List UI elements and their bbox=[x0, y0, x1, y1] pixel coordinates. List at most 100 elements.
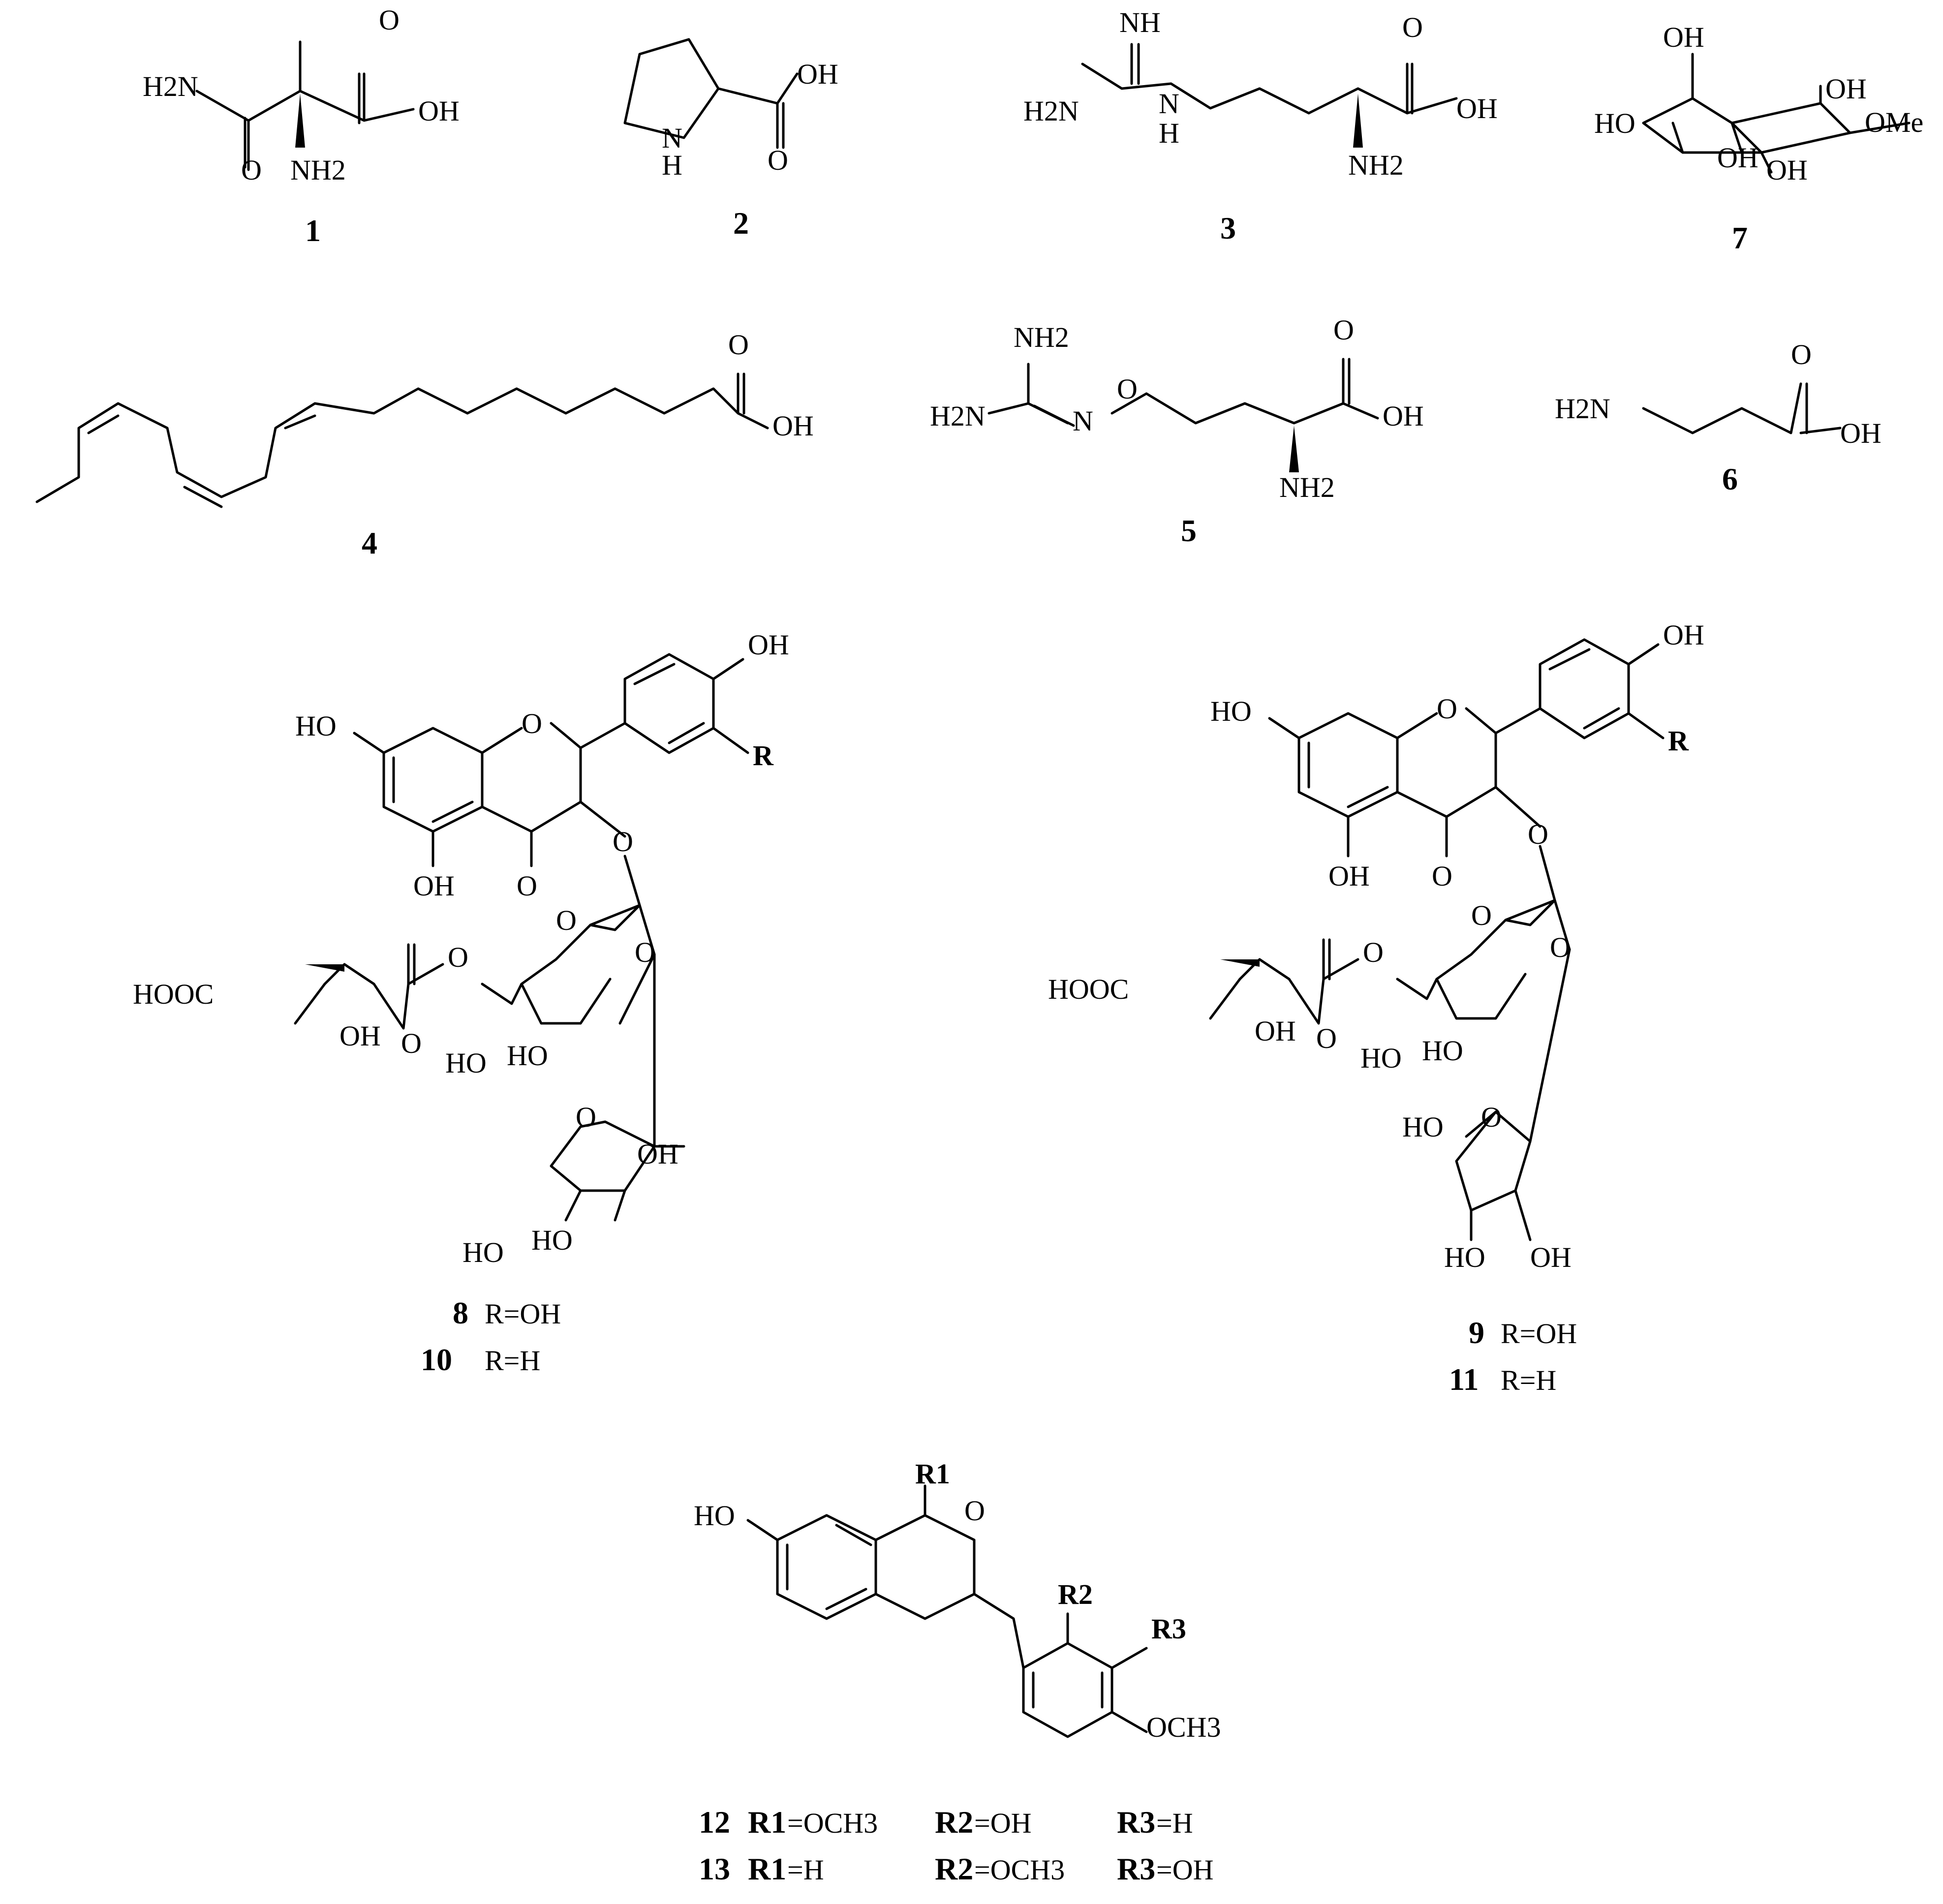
compound-label-7: 7 bbox=[1732, 220, 1748, 255]
atom-oh-3: OH bbox=[1717, 142, 1758, 174]
atom-oh-2: OH bbox=[1825, 73, 1867, 105]
atom-o-sugar-2: O bbox=[576, 1101, 596, 1133]
atom-n: N bbox=[662, 122, 682, 154]
variant-10: R=H bbox=[485, 1345, 540, 1377]
atom-o: O bbox=[768, 144, 788, 176]
atom-ho-2: HO bbox=[507, 1040, 548, 1072]
compound-label-9: 9 bbox=[1469, 1315, 1484, 1350]
atom-oh: OH bbox=[772, 410, 814, 442]
atom-o-acid: O bbox=[379, 4, 400, 36]
wedge-bond bbox=[305, 964, 344, 972]
atom-o-f: O bbox=[1481, 1101, 1502, 1133]
atom-o-ester-c: O bbox=[401, 1027, 422, 1059]
r1-value-13: =H bbox=[787, 1854, 824, 1886]
atom-och3: OCH3 bbox=[1146, 1711, 1221, 1743]
compound-2: OH O N H 2 bbox=[623, 38, 838, 241]
compound-1: H2N O OH O NH2 1 bbox=[143, 4, 460, 248]
atom-o-glyc: O bbox=[635, 936, 655, 968]
atom-ome: OMe bbox=[1865, 106, 1923, 138]
r2-label-13: R2 bbox=[935, 1851, 973, 1886]
atom-oh-top: OH bbox=[1663, 619, 1704, 651]
atom-o: O bbox=[1791, 338, 1812, 370]
atom-oh: OH bbox=[1840, 417, 1881, 449]
atom-o-ester: O bbox=[1363, 936, 1384, 968]
variant-11: R=H bbox=[1501, 1364, 1556, 1396]
atom-h2n: H2N bbox=[143, 70, 198, 102]
compound-9-11: OH HO O R OH O O HOOC OH O O O O HO HO H… bbox=[1048, 619, 1704, 1397]
wedge-bond bbox=[1220, 959, 1260, 967]
atom-nh2: NH2 bbox=[1279, 471, 1335, 503]
compound-8-10: OH HO O R OH O O HOOC OH O O O O HO HO O… bbox=[133, 629, 789, 1377]
atom-o-ring: O bbox=[1437, 693, 1457, 725]
compound-3: NH H2N N H O OH NH2 3 bbox=[1023, 6, 1498, 246]
atom-o-amide: O bbox=[241, 154, 262, 186]
atom-o-sugar: O bbox=[1471, 899, 1492, 931]
atom-h2n: H2N bbox=[930, 400, 986, 432]
atom-oh-1: OH bbox=[1663, 21, 1704, 53]
atom-n: N bbox=[1159, 88, 1179, 120]
atom-r: R bbox=[1668, 725, 1689, 757]
atom-r2: R2 bbox=[1058, 1578, 1093, 1610]
atom-o: O bbox=[1402, 11, 1423, 43]
wedge-bond bbox=[295, 93, 305, 148]
atom-oh-q: OH bbox=[1255, 1015, 1296, 1047]
r2-value-13: =OCH3 bbox=[974, 1854, 1065, 1886]
r2-label-12: R2 bbox=[935, 1805, 973, 1840]
atom-r3: R3 bbox=[1151, 1613, 1186, 1645]
compound-5: NH2 H2N N O O OH NH2 5 bbox=[930, 314, 1424, 548]
atom-o-ester-c: O bbox=[1316, 1022, 1337, 1054]
compound-12-13: R1 HO O R2 R3 OCH3 12 R1 =OCH3 R2 =OH R3… bbox=[694, 1458, 1221, 1886]
atom-ho-5: HO bbox=[1444, 1241, 1485, 1273]
r2-value-12: =OH bbox=[974, 1807, 1031, 1839]
atom-ho-1: HO bbox=[445, 1047, 487, 1079]
atom-hooc: HOOC bbox=[1048, 973, 1129, 1005]
atom-r1: R1 bbox=[915, 1458, 950, 1490]
r3-value-12: =H bbox=[1156, 1807, 1193, 1839]
r3-value-13: =OH bbox=[1156, 1854, 1213, 1886]
compound-label-6: 6 bbox=[1722, 461, 1738, 496]
atom-oh-5: OH bbox=[413, 870, 455, 902]
r1-label-12: R1 bbox=[748, 1805, 786, 1840]
atom-o: O bbox=[728, 329, 749, 361]
compound-label-2: 2 bbox=[733, 206, 749, 241]
atom-ho: HO bbox=[295, 710, 337, 742]
atom-nh2: NH2 bbox=[290, 154, 346, 186]
atom-n: N bbox=[1073, 405, 1093, 437]
atom-h2n: H2N bbox=[1555, 393, 1610, 425]
compound-label-1: 1 bbox=[305, 213, 321, 248]
atom-oh-top: OH bbox=[748, 629, 789, 661]
atom-o: O bbox=[1333, 314, 1354, 346]
r1-value-12: =OCH3 bbox=[787, 1807, 878, 1839]
compound-label-10: 10 bbox=[421, 1342, 452, 1377]
atom-o-ether: O bbox=[1117, 373, 1138, 405]
r1-label-13: R1 bbox=[748, 1851, 786, 1886]
r3-label-12: R3 bbox=[1117, 1805, 1155, 1840]
compound-7: OH OH HO OMe OH OH 7 bbox=[1594, 21, 1923, 255]
variant-8: R=OH bbox=[485, 1298, 561, 1330]
atom-o-link: O bbox=[1528, 818, 1548, 850]
atom-oh-4: OH bbox=[1766, 154, 1808, 186]
atom-o-ring: O bbox=[522, 707, 542, 739]
compound-6: H2N O OH 6 bbox=[1555, 338, 1881, 496]
atom-o-sugar: O bbox=[556, 904, 577, 936]
atom-oh-q: OH bbox=[339, 1020, 381, 1052]
atom-o-keto: O bbox=[1432, 860, 1452, 892]
atom-o-link: O bbox=[613, 826, 633, 858]
atom-nh2: NH2 bbox=[1348, 149, 1404, 181]
wedge-bond bbox=[1353, 93, 1363, 148]
atom-oh-s: OH bbox=[637, 1138, 679, 1170]
compound-label-8: 8 bbox=[453, 1295, 468, 1330]
r3-label-13: R3 bbox=[1117, 1851, 1155, 1886]
compound-label-13: 13 bbox=[699, 1851, 730, 1886]
atom-h: H bbox=[1159, 117, 1179, 149]
atom-r: R bbox=[753, 739, 774, 771]
atom-oh-5: OH bbox=[1328, 860, 1370, 892]
atom-oh: OH bbox=[418, 95, 460, 127]
atom-ho-f: HO bbox=[1402, 1111, 1444, 1143]
atom-ho-4: HO bbox=[531, 1224, 573, 1256]
atom-o-ester: O bbox=[448, 941, 468, 973]
compound-label-4: 4 bbox=[362, 525, 377, 560]
atom-h2n: H2N bbox=[1023, 95, 1079, 127]
atom-ho-2: HO bbox=[1422, 1035, 1463, 1067]
